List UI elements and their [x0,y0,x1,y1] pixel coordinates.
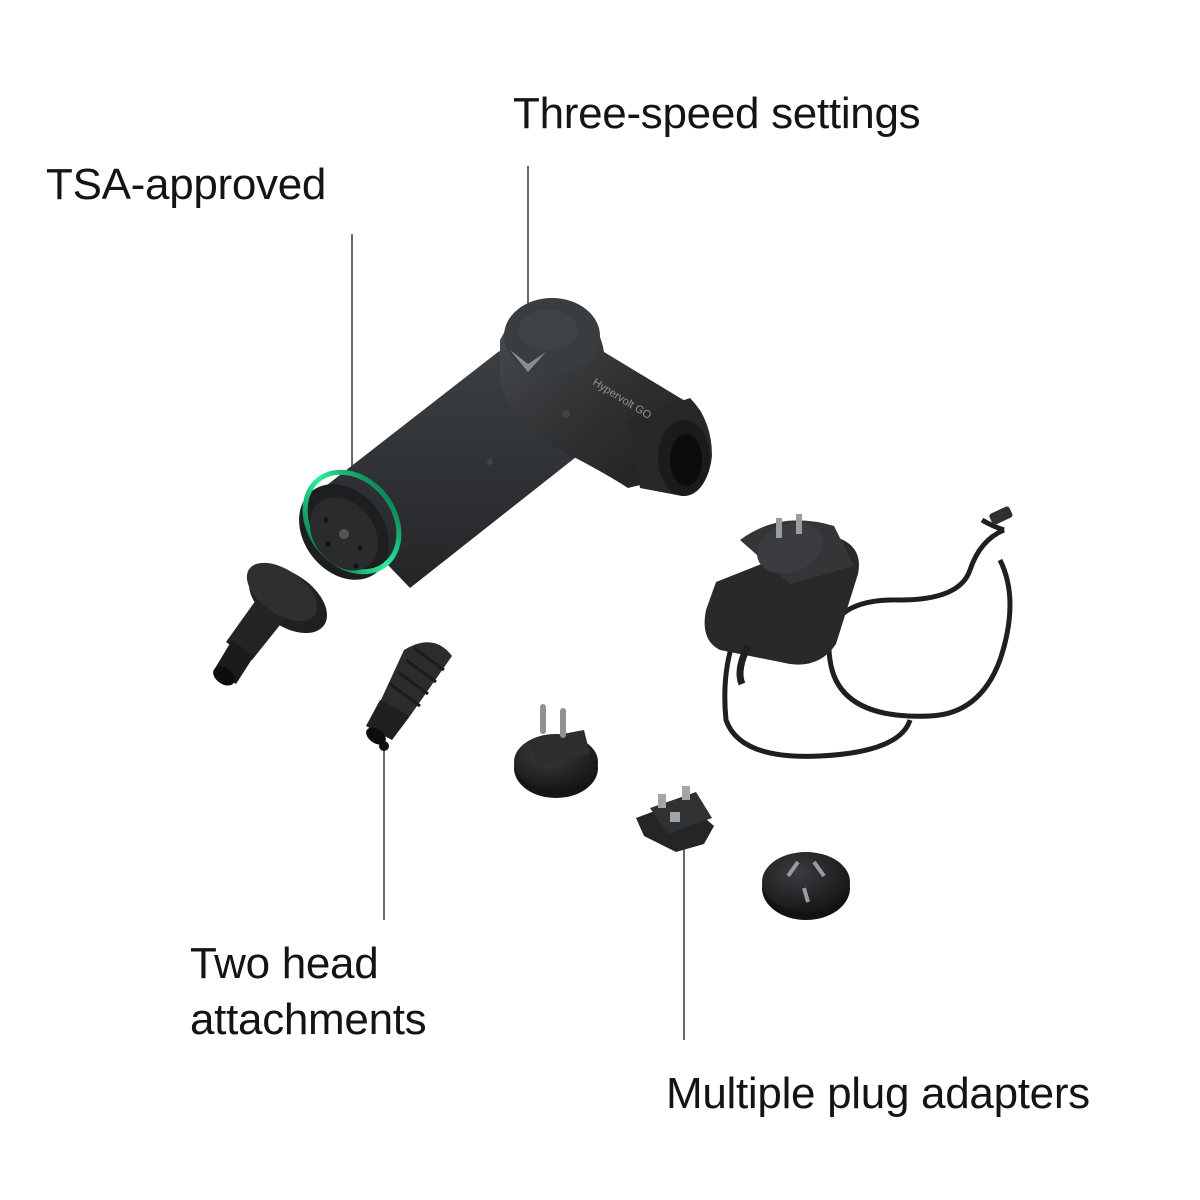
massage-gun-icon: Hypervolt GO [299,298,712,588]
uk-plug-adapter-icon [636,786,714,852]
tsa-approved-callout: TSA-approved [46,160,327,209]
head-attachments-line2: attachments [190,995,427,1044]
head-attachments-callout: Two head attachments [190,936,427,1048]
speed-settings-callout: Three-speed settings [513,89,921,138]
au-plug-adapter-icon [762,852,850,920]
plug-adapters-callout: Multiple plug adapters [666,1069,1090,1118]
leader-lines [347,166,689,1040]
flat-head-attachment-icon [213,562,328,686]
cushion-head-attachment-icon [366,642,452,745]
power-adapter-icon [704,506,1013,759]
head-attachments-line1: Two head [190,939,379,988]
eu-plug-adapter-icon [514,704,598,798]
